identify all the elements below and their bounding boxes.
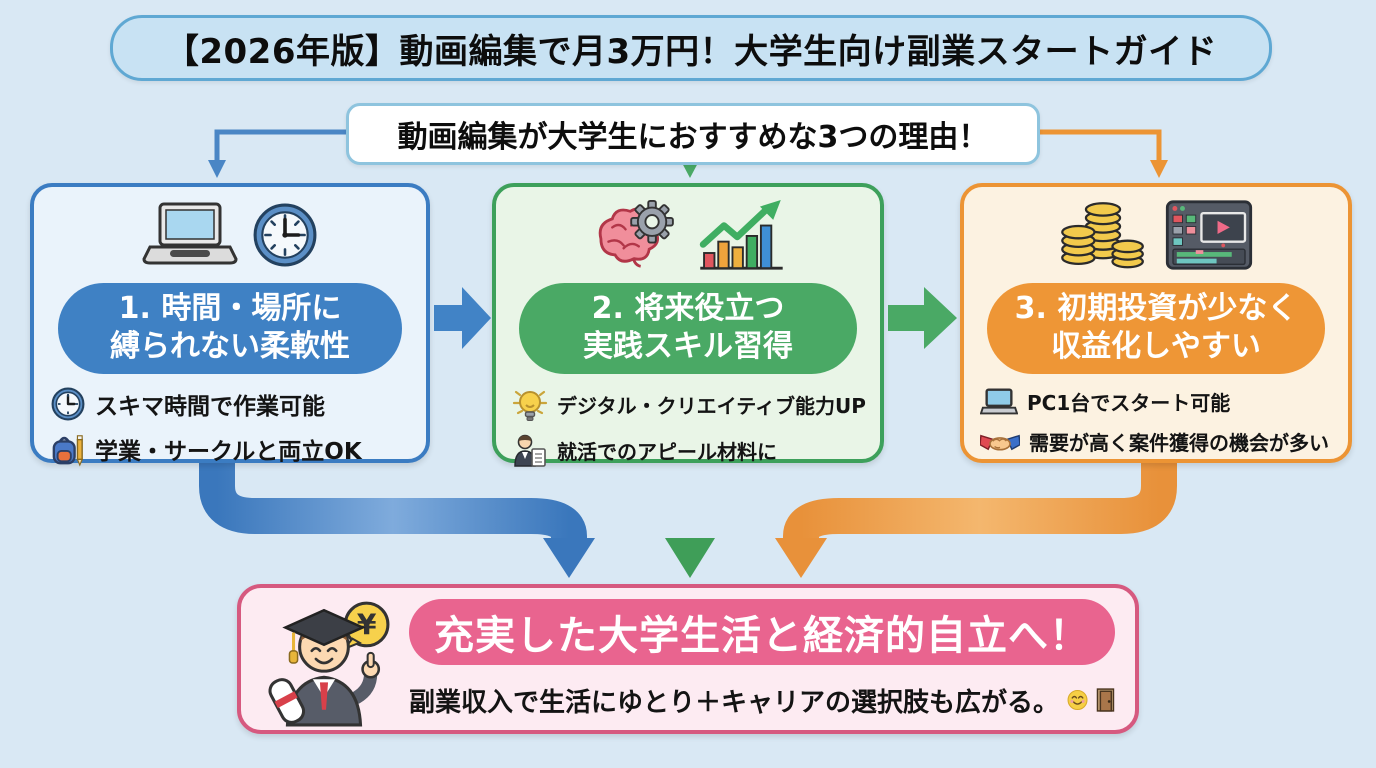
reasons-banner: 動画編集が大学生におすすめな3つの理由！ [346, 103, 1040, 165]
video-editor-icon [1165, 200, 1253, 270]
page-title: 【2026年版】動画編集で月3万円！大学生向け副業スタートガイド [110, 15, 1272, 81]
reason2-header-icons [496, 199, 880, 271]
connector-banner-to-box3 [1035, 129, 1168, 178]
job-applicant-icon [512, 433, 548, 469]
reason3-header-icons [964, 199, 1348, 271]
coins-icon [1061, 202, 1144, 269]
list-item: 需要が高く案件獲得の機会が多い [980, 427, 1336, 457]
clock-icon [50, 387, 86, 421]
flow-arrow-box2-to-box3 [888, 287, 957, 349]
backpack-pencil-icon [50, 431, 86, 467]
laptop-icon [142, 202, 238, 265]
reason-box-flexibility: 1. 時間・場所に 縛られない柔軟性 スキマ時間で作業可能 [30, 183, 430, 467]
reason3-heading: 3. 初期投資が少なく 収益化しやすい [987, 283, 1325, 374]
reason3-heading-line2: 収益化しやすい [1051, 329, 1261, 365]
reason1-heading: 1. 時間・場所に 縛られない柔軟性 [57, 283, 403, 374]
bullet-label: スキマ時間で作業可能 [95, 393, 325, 420]
yen-symbol: ¥ [357, 609, 377, 642]
reason2-heading-line2: 実践スキル習得 [583, 329, 793, 365]
graduate-student-icon: ¥ [268, 601, 390, 727]
bullet-label: 就活でのアピール材料に [557, 440, 777, 465]
list-item: PC1台でスタート可能 [980, 387, 1336, 417]
reason1-header-icons [34, 199, 426, 271]
brain-gear-icon [598, 199, 674, 268]
reason2-heading-line1: 2. 将来役立つ [591, 291, 785, 326]
handshake-icon [980, 427, 1020, 457]
reason3-heading-line1: 3. 初期投資が少なく [1014, 291, 1298, 326]
reason1-bullets: スキマ時間で作業可能 学業・サークルと両立OK [50, 387, 414, 467]
list-item: スキマ時間で作業可能 [50, 387, 414, 421]
reason-box-skills: 2. 将来役立つ 実践スキル習得 デジタル・クリエイティブ能力UP [492, 183, 884, 467]
list-item: 学業・サークルと両立OK [50, 431, 414, 467]
bullet-label: PC1台でスタート可能 [1027, 391, 1231, 416]
conclusion-box: ¥ 充実した大学生活と経済的自立へ！ 副業収入で生活にゆとり＋キャリアの選択肢も… [237, 584, 1139, 734]
conclusion-subtext-row: 副業収入で生活にゆとり＋キャリアの選択肢も広がる。 [409, 676, 1115, 724]
ribbon-arrow-orange [775, 459, 1177, 578]
bullet-label: 需要が高く案件獲得の機会が多い [1029, 431, 1329, 456]
ribbon-arrow-blue [199, 459, 595, 578]
door-icon [1096, 688, 1115, 712]
growth-chart-icon [699, 199, 783, 270]
smiling-face-icon [1067, 690, 1088, 710]
bullet-label: デジタル・クリエイティブ能力UP [557, 394, 866, 419]
clock-icon [253, 203, 317, 267]
reason-box-monetization: 3. 初期投資が少なく 収益化しやすい PC1台でスタート可能 [960, 183, 1352, 463]
conclusion-subtext: 副業収入で生活にゆとり＋キャリアの選択肢も広がる。 [409, 687, 1060, 718]
reason2-bullets: デジタル・クリエイティブ能力UP 就活でのアピール材料に [512, 387, 868, 469]
laptop-icon [980, 387, 1018, 417]
flow-arrow-box1-to-box2 [434, 287, 491, 349]
conclusion-heading: 充実した大学生活と経済的自立へ！ [409, 599, 1115, 665]
reason3-bullets: PC1台でスタート可能 需要が高く案件獲得の機会が多い [980, 387, 1336, 457]
reason2-heading: 2. 将来役立つ 実践スキル習得 [519, 283, 857, 374]
list-item: 就活でのアピール材料に [512, 433, 868, 469]
bullet-label: 学業・サークルと両立OK [95, 438, 362, 465]
lightbulb-icon [512, 387, 548, 423]
reason1-heading-line1: 1. 時間・場所に [118, 291, 342, 326]
reason1-heading-line2: 縛られない柔軟性 [109, 329, 350, 365]
list-item: デジタル・クリエイティブ能力UP [512, 387, 868, 423]
connector-banner-to-box1 [208, 129, 347, 178]
ribbon-arrow-green [665, 459, 715, 578]
